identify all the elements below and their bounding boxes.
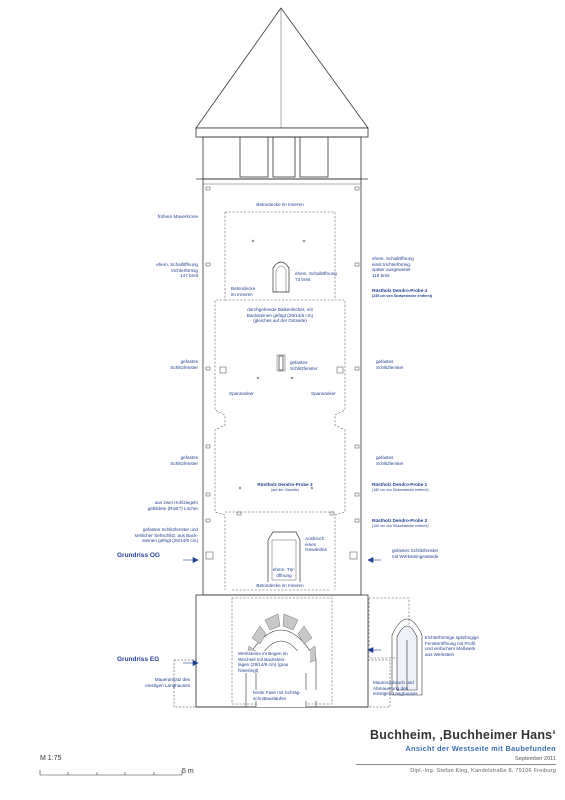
slit-window-center [278,355,284,371]
label-tueroeffnung: ehem. Tür-öffnung [272,567,296,578]
belfry [202,136,362,180]
title-subtitle: Ansicht der Westseite mit Baubefunden [405,744,556,753]
title-rule [356,764,556,765]
label-spannanker-left: Spannanker [229,391,254,396]
label-dendro3: Rüstholz Dendro-Probe 3(auf der Ostseite… [257,482,313,492]
label-betondecke-top: Betondecke im Inneren [256,202,304,207]
upper-sound-opening [272,261,290,293]
og-door-opening [267,531,301,582]
scale-label: M 1:75 [40,755,62,762]
floor-label-eg: Grundriss EG [117,656,160,663]
label-dendro4: Rüstholz Dendro-Probe 4(235 cm von Südwe… [372,288,433,298]
title-address: Dipl.-Ing. Stefan King, Kandelstraße 8, … [410,768,556,774]
label-betondecke-low: Betondecke im Inneren [256,583,304,588]
tower-shaft [202,178,362,596]
scale-bar [39,770,183,776]
gothic-window [391,618,423,696]
roof [195,7,369,129]
label-dendro2: Rüstholz Dendro-Probe 2(160 cm von Südwe… [372,518,429,528]
label-mauerkrone: frühere Mauerkrone [157,214,198,219]
scale-end-label: 5 m [182,768,194,775]
label-fase: breite Fase mit Schräg-schnittausläufen [253,690,325,702]
title-block: Buchheim, ‚Buchheimer Hans‘ Ansicht der … [356,728,556,762]
label-dendro1: Rüstholz Dendro-Probe 1(180 cm von Südwe… [372,482,429,492]
title-main: Buchheim, ‚Buchheimer Hans‘ [370,728,556,742]
label-spannanker-right: Spannanker [311,391,336,396]
floor-label-og: Grundriss OG [117,552,160,559]
title-date: September 2011 [515,756,556,762]
